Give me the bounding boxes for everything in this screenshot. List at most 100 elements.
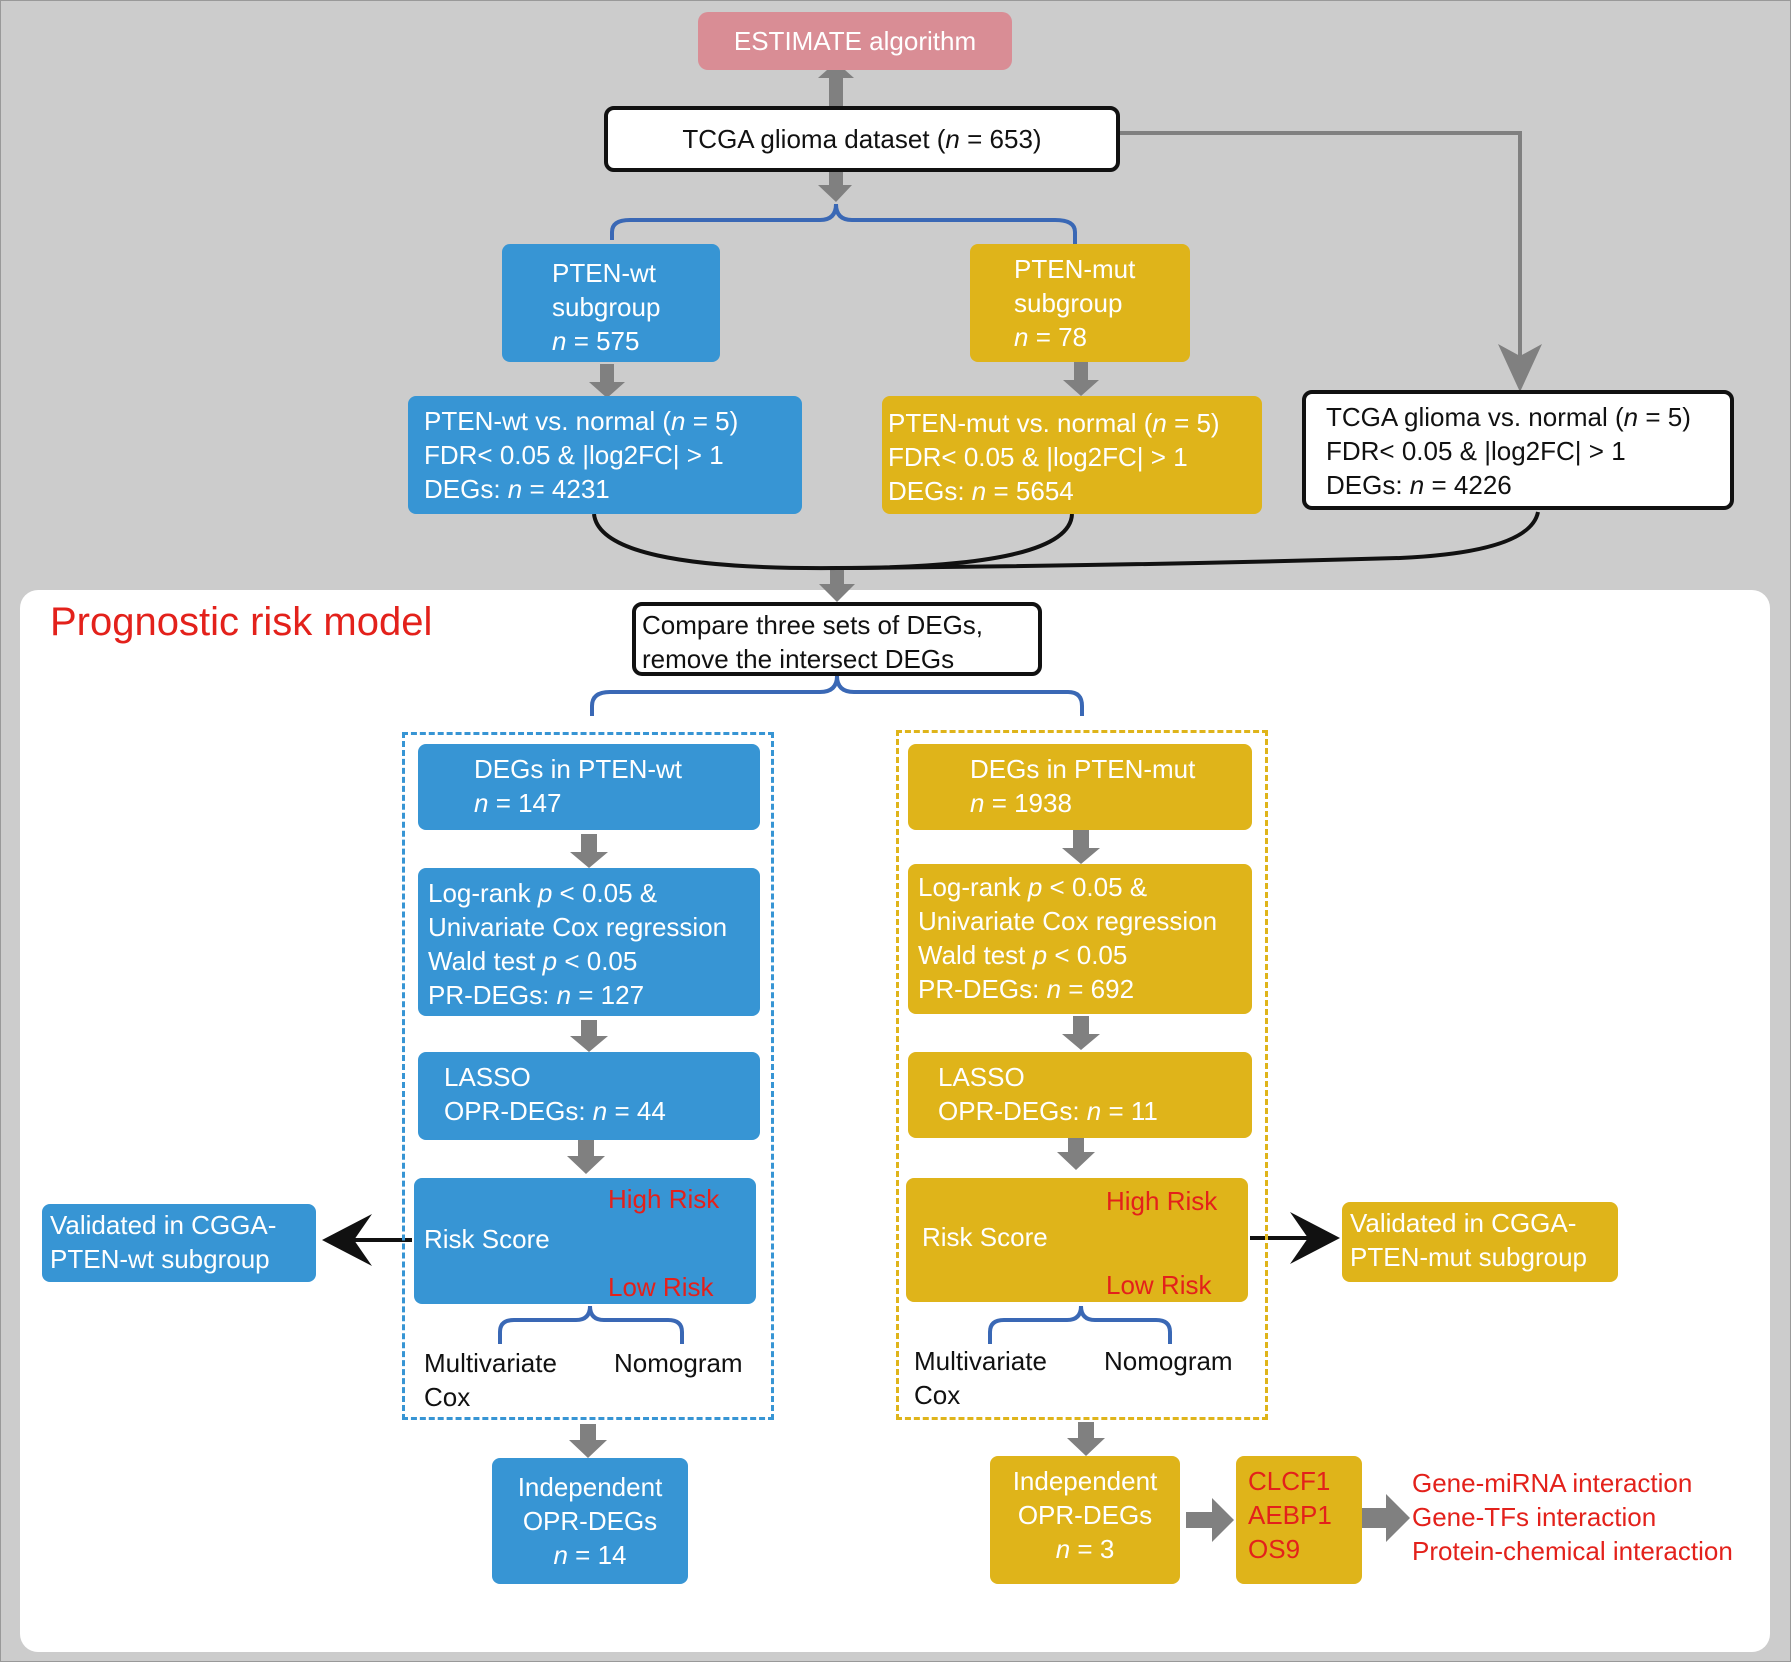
arrow-down — [570, 1020, 608, 1052]
validated-line-2: PTEN-wt subgroup — [50, 1244, 270, 1274]
cox-label: Univariate Cox regression — [428, 912, 728, 942]
pr-degs-value: = 127 — [571, 980, 645, 1010]
subgroup-label: subgroup — [552, 292, 661, 322]
p-symbol: p — [1032, 940, 1048, 970]
compare-box: Compare three sets of DEGs, remove the i… — [632, 602, 1042, 676]
subgroup-title: PTEN-wt — [552, 258, 656, 288]
gene-label: CLCF1 — [1248, 1466, 1331, 1496]
opr-degs-label: OPR-DEGs: — [938, 1096, 1087, 1126]
n-symbol: n — [1623, 402, 1639, 432]
gene-label: OS9 — [1248, 1534, 1301, 1564]
count-value: = 1938 — [984, 788, 1072, 818]
nomogram-label: Nomogram — [614, 1348, 743, 1378]
n-symbol: n — [671, 406, 686, 436]
arrow-up — [818, 62, 854, 108]
multivariate-cox-label: Multivariate Cox — [424, 1346, 557, 1414]
count-value: = 575 — [566, 326, 640, 356]
logrank-threshold: < 0.05 & — [1042, 872, 1148, 902]
degs-value: = 4226 — [1424, 470, 1512, 500]
section-title: Prognostic risk model — [50, 600, 433, 644]
pten-mut-subgroup-box: PTEN-mut subgroup n = 78 — [970, 244, 1190, 362]
degs-label: DEGs: — [888, 476, 972, 506]
logrank-label: Log-rank — [918, 872, 1028, 902]
split-bracket — [590, 675, 1084, 716]
opr-degs-line: OPR-DEGs: n = 11 — [938, 1094, 1252, 1128]
cox-text: Cox — [914, 1380, 961, 1410]
compare-line-2: remove the intersect DEGs — [642, 644, 955, 674]
comparison-line-1: PTEN-wt vs. normal (n = 5) — [424, 404, 802, 438]
dataset-count: = 653) — [959, 124, 1042, 154]
interactions-list: Gene-miRNA interaction Gene-TFs interact… — [1412, 1466, 1733, 1568]
degs-count: n = 147 — [474, 786, 760, 820]
wt-lasso-box: LASSO OPR-DEGs: n = 44 — [418, 1052, 760, 1140]
comparison-label: PTEN-mut vs. normal ( — [888, 408, 1153, 438]
wald-label: Wald test — [428, 946, 543, 976]
low-risk-label: Low Risk — [608, 1272, 714, 1302]
logrank-label: Log-rank — [428, 878, 538, 908]
arrow-head-left — [322, 1214, 372, 1266]
cox-label: Univariate Cox regression — [918, 906, 1218, 936]
merge-curve — [592, 513, 1074, 571]
arrow-down — [569, 1424, 607, 1458]
mut-degs-box: DEGs in PTEN-mut n = 1938 — [908, 744, 1252, 830]
degs-title: DEGs in PTEN-wt — [474, 754, 683, 784]
pr-degs-line: PR-DEGs: n = 692 — [918, 972, 1252, 1006]
arrow-down — [570, 834, 608, 868]
n-symbol: n — [552, 326, 567, 356]
tcga-vs-normal-box: TCGA glioma vs. normal (n = 5) FDR< 0.05… — [1302, 390, 1734, 510]
n-symbol: n — [1046, 974, 1062, 1004]
wt-risk-score-box: Risk Score High Risk Low Risk — [414, 1178, 756, 1304]
arrow-down — [567, 1140, 605, 1174]
opr-degs-line: OPR-DEGs: n = 44 — [444, 1094, 760, 1128]
opr-degs-label: OPR-DEGs: — [444, 1096, 593, 1126]
comparison-line-1: TCGA glioma vs. normal (n = 5) — [1326, 400, 1730, 434]
wald-line: Wald test p < 0.05 — [428, 944, 760, 978]
degs-title: DEGs in PTEN-mut — [970, 754, 1196, 784]
split-bracket — [610, 203, 1077, 244]
outcome-bracket — [498, 1305, 684, 1344]
degs-value: = 5654 — [986, 476, 1074, 506]
n-symbol: n — [945, 124, 960, 154]
logrank-threshold: < 0.05 & — [552, 878, 658, 908]
threshold-label: FDR< 0.05 & |log2FC| > 1 — [1326, 436, 1626, 466]
dataset-to-all-line — [1118, 131, 1522, 360]
n-symbol: n — [507, 474, 523, 504]
wt-independent-box: Independent OPR-DEGs n = 14 — [492, 1458, 688, 1584]
wald-threshold: < 0.05 — [1047, 940, 1128, 970]
mut-risk-score-box: Risk Score High Risk Low Risk — [906, 1178, 1248, 1302]
multivariate-text: Multivariate — [424, 1348, 557, 1378]
p-symbol: p — [542, 946, 558, 976]
count-value: = 78 — [1028, 322, 1088, 352]
normal-count: = 5) — [1166, 408, 1220, 438]
n-symbol: n — [1014, 322, 1029, 352]
pr-degs-label: PR-DEGs: — [428, 980, 557, 1010]
independent-label: Independent — [1012, 1466, 1158, 1496]
arrow-head-right — [1290, 1212, 1340, 1264]
pten-wt-vs-normal-box: PTEN-wt vs. normal (n = 5) FDR< 0.05 & |… — [408, 396, 802, 514]
merge-curve — [836, 511, 1540, 570]
prognostic-model-panel — [20, 590, 1770, 1652]
gene-label: AEBP1 — [1248, 1500, 1332, 1530]
subgroup-title: PTEN-mut — [1014, 254, 1136, 284]
n-symbol: n — [592, 1096, 608, 1126]
logrank-line: Log-rank p < 0.05 & — [428, 876, 760, 910]
mut-lasso-box: LASSO OPR-DEGs: n = 11 — [908, 1052, 1252, 1138]
mut-independent-box: Independent OPR-DEGs n = 3 — [990, 1456, 1180, 1584]
n-symbol: n — [970, 788, 985, 818]
wald-label: Wald test — [918, 940, 1033, 970]
opr-degs-value: = 11 — [1101, 1096, 1158, 1126]
independent-count: n = 14 — [492, 1538, 688, 1572]
independent-count: n = 3 — [990, 1532, 1180, 1566]
opr-degs-label: OPR-DEGs — [1017, 1500, 1153, 1530]
pr-degs-line: PR-DEGs: n = 127 — [428, 978, 760, 1012]
compare-line-1: Compare three sets of DEGs, — [642, 610, 984, 640]
comparison-label: PTEN-wt vs. normal ( — [424, 406, 672, 436]
p-symbol: p — [1027, 872, 1043, 902]
arrow-down — [1057, 1136, 1095, 1170]
high-risk-label: High Risk — [608, 1184, 720, 1214]
opr-degs-label: OPR-DEGs — [522, 1506, 658, 1536]
wald-threshold: < 0.05 — [557, 946, 638, 976]
arrow-down — [1062, 830, 1100, 864]
interaction-label: Protein-chemical interaction — [1412, 1536, 1733, 1566]
